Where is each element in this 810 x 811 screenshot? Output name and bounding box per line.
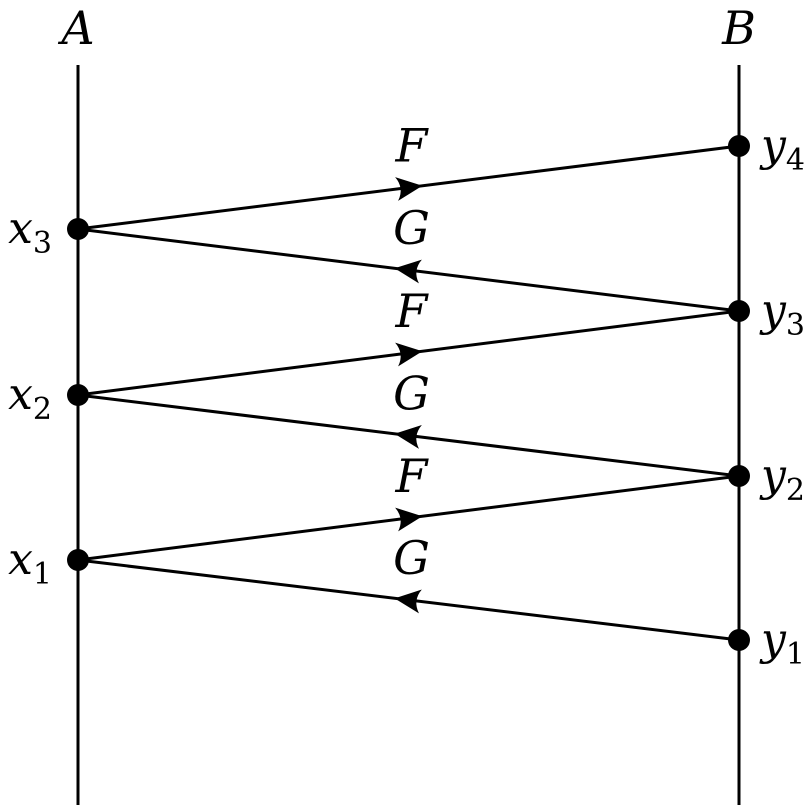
node-x3-base: x <box>8 203 33 254</box>
arrow-label-f: F <box>395 119 430 173</box>
axis-b-label: B <box>721 1 756 55</box>
node-x2-base: x <box>8 369 33 420</box>
node-x1-sub: 1 <box>33 557 52 592</box>
node-x2-label: x2 <box>8 369 52 427</box>
node-x1-dot <box>67 549 89 571</box>
node-x2-sub: 2 <box>33 392 52 427</box>
node-y1-sub: 1 <box>786 637 805 672</box>
node-x1-label: x1 <box>8 534 52 592</box>
node-x1-base: x <box>8 534 33 585</box>
arrow-label-g: G <box>393 367 430 421</box>
node-y1-base: y <box>759 614 787 665</box>
arrow-label-f: F <box>395 449 430 503</box>
node-y3-label: y3 <box>759 285 805 343</box>
arrowhead-y3-x3 <box>394 259 422 284</box>
node-x2-dot <box>67 384 89 406</box>
node-y2-dot <box>728 465 750 487</box>
node-y3-base: y <box>759 285 787 336</box>
node-y2-label: y2 <box>759 450 805 508</box>
node-x3-label: x3 <box>8 203 52 261</box>
node-y4-sub: 4 <box>786 143 805 178</box>
arrowhead-x2-y3 <box>395 342 423 367</box>
node-y3-sub: 3 <box>786 308 805 343</box>
node-y4-dot <box>728 135 750 157</box>
arrow-label-f: F <box>395 284 430 338</box>
node-y4-label: y4 <box>759 120 805 178</box>
node-y2-sub: 2 <box>786 473 805 508</box>
axis-a-label: A <box>57 1 94 55</box>
arrow-label-g: G <box>393 201 430 255</box>
node-x3-sub: 3 <box>33 226 52 261</box>
arrowhead-y1-x1 <box>394 589 422 614</box>
node-y3-dot <box>728 300 750 322</box>
node-y2-base: y <box>759 450 787 501</box>
arrowhead-y2-x2 <box>394 425 422 449</box>
node-y4-base: y <box>759 120 787 171</box>
arrowhead-x1-y2 <box>395 507 423 532</box>
node-x3-dot <box>67 218 89 240</box>
node-y1-label: y1 <box>759 614 805 672</box>
node-y1-dot <box>728 629 750 651</box>
arrowhead-x3-y4 <box>395 177 423 201</box>
arrow-label-g: G <box>393 531 430 585</box>
